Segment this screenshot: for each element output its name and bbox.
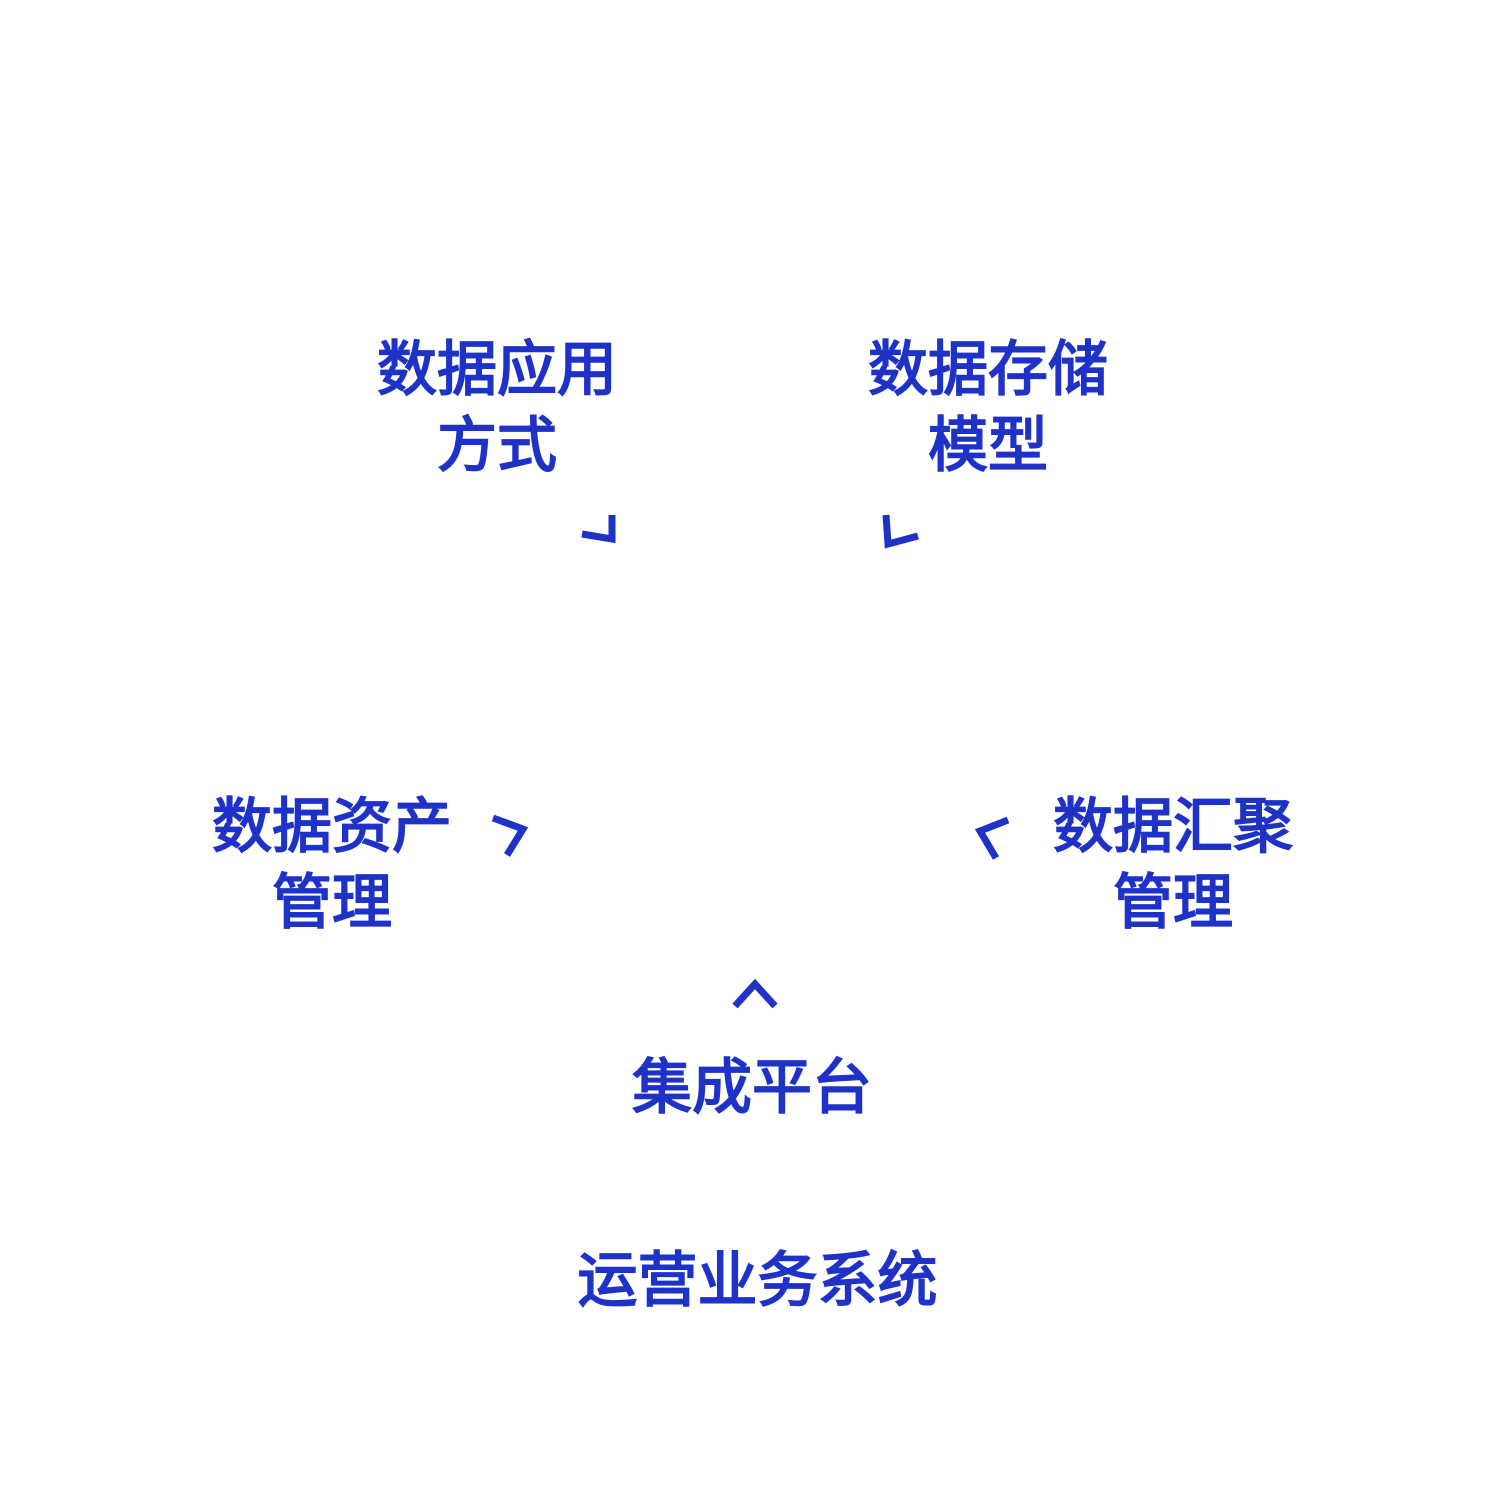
- node-data-application-line1: 数据应用: [377, 335, 617, 405]
- arrow-left-icon: [974, 816, 1010, 860]
- node-data-aggregation-line2: 管理: [1113, 868, 1233, 938]
- arrow-up-icon: [732, 978, 778, 1009]
- node-data-aggregation: 数据汇聚 管理: [1048, 789, 1298, 941]
- node-data-asset: 数据资产 管理: [207, 789, 457, 941]
- node-integration-platform: 集成平台: [627, 1050, 877, 1126]
- node-integration-platform-line1: 集成平台: [632, 1053, 872, 1123]
- arrow-down-left-icon: [882, 514, 919, 549]
- node-operation-system: 运营业务系统: [560, 1243, 955, 1319]
- node-data-storage-line2: 模型: [928, 411, 1048, 481]
- node-operation-system-line1: 运营业务系统: [577, 1246, 938, 1316]
- node-data-application: 数据应用 方式: [372, 332, 622, 484]
- node-data-aggregation-line1: 数据汇聚: [1053, 792, 1293, 862]
- node-data-application-line2: 方式: [437, 411, 557, 481]
- arrow-down-right-icon: [581, 515, 616, 544]
- node-data-storage: 数据存储 模型: [863, 332, 1113, 484]
- node-data-asset-line2: 管理: [272, 868, 392, 938]
- node-data-asset-line1: 数据资产: [212, 792, 452, 862]
- arrow-right-icon: [491, 814, 529, 857]
- node-data-storage-line1: 数据存储: [868, 335, 1108, 405]
